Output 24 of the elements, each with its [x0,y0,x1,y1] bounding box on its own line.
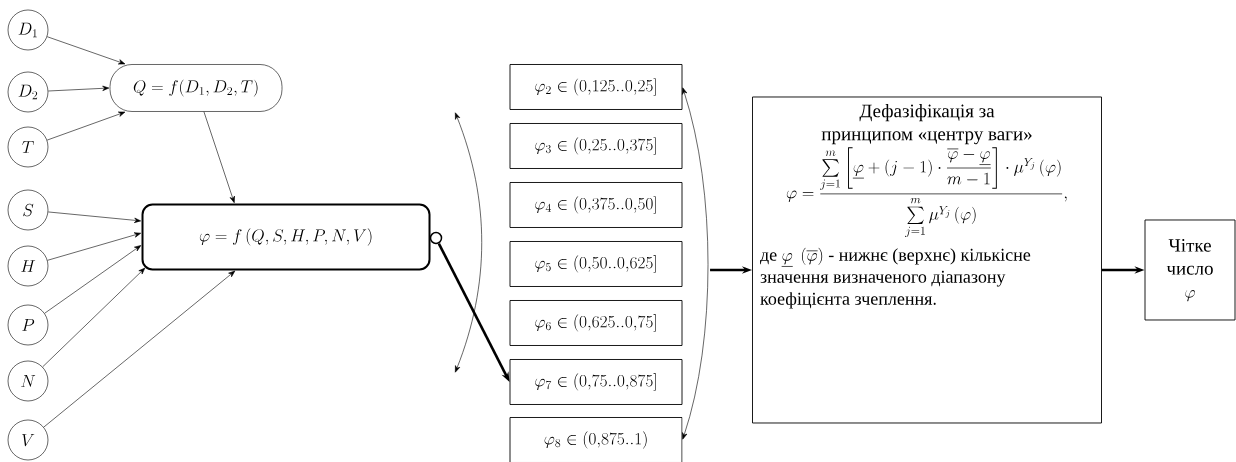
formula: $\varphi = \frac{\sum\limits_{j=1}^{m}\left[\underline{\varphi} + \left(j-1\right)\cdot\dfrac{\overline{\varphi}-\underline{\varphi}}{m-1}\right]\cdot\mu^{Y_j}\left(\varphi\right)}{\sum\limits_{j=1}^{m}\mu^{Y_j}\left(\varphi\right)},$ [786,147,1067,238]
function-pill: $Q = f(D_1, D_2, T)$ [109,64,283,112]
arrow [203,111,235,203]
defuzzification-box [752,96,1102,424]
arrow [43,270,236,428]
range-box: $\varphi_3 \in \left(0{,}25..0{,}375\right]$ [509,123,683,169]
range-box: $\varphi_4 \in \left(0{,}375..0{,}50\right]$ [509,182,683,228]
arrow [682,87,709,440]
arrow [46,36,126,65]
description-text: де $\underline{\varphi}\;\left(\overline{\varphi}\right)$ - нижнє (верхнє) кількісне значення визначеного діапазону коефіцієнта зчеплення. [760,247,1031,309]
range-box: $\varphi_6 \in \left(0{,}625..0{,}75\right]$ [509,300,683,346]
arrow [48,85,110,92]
arrow [42,267,146,368]
range-box: $\varphi_7 \in \left(0{,}75..0{,}875\right]$ [509,359,683,405]
arrow [44,245,142,314]
range-box: $\varphi_5 \in \left(0{,}50..0{,}625\right]$ [509,241,683,287]
arrow [47,211,141,223]
output-box: Чітке число $\varphi$ [1144,219,1236,321]
box-heading: Дефазіфікація за принципом «центру ваги» [821,104,1032,145]
arrow [47,232,141,261]
range-box: $\varphi_8 \in \left(0{,}875..1\right)$ [509,417,683,462]
arrow [46,111,126,141]
function-box: $\varphi = f\left(Q, S, H, P, N, V\right)$ [141,203,431,271]
range-box: $\varphi_2 \in \left(0{,}125..0{,}25\right]$ [509,64,683,110]
